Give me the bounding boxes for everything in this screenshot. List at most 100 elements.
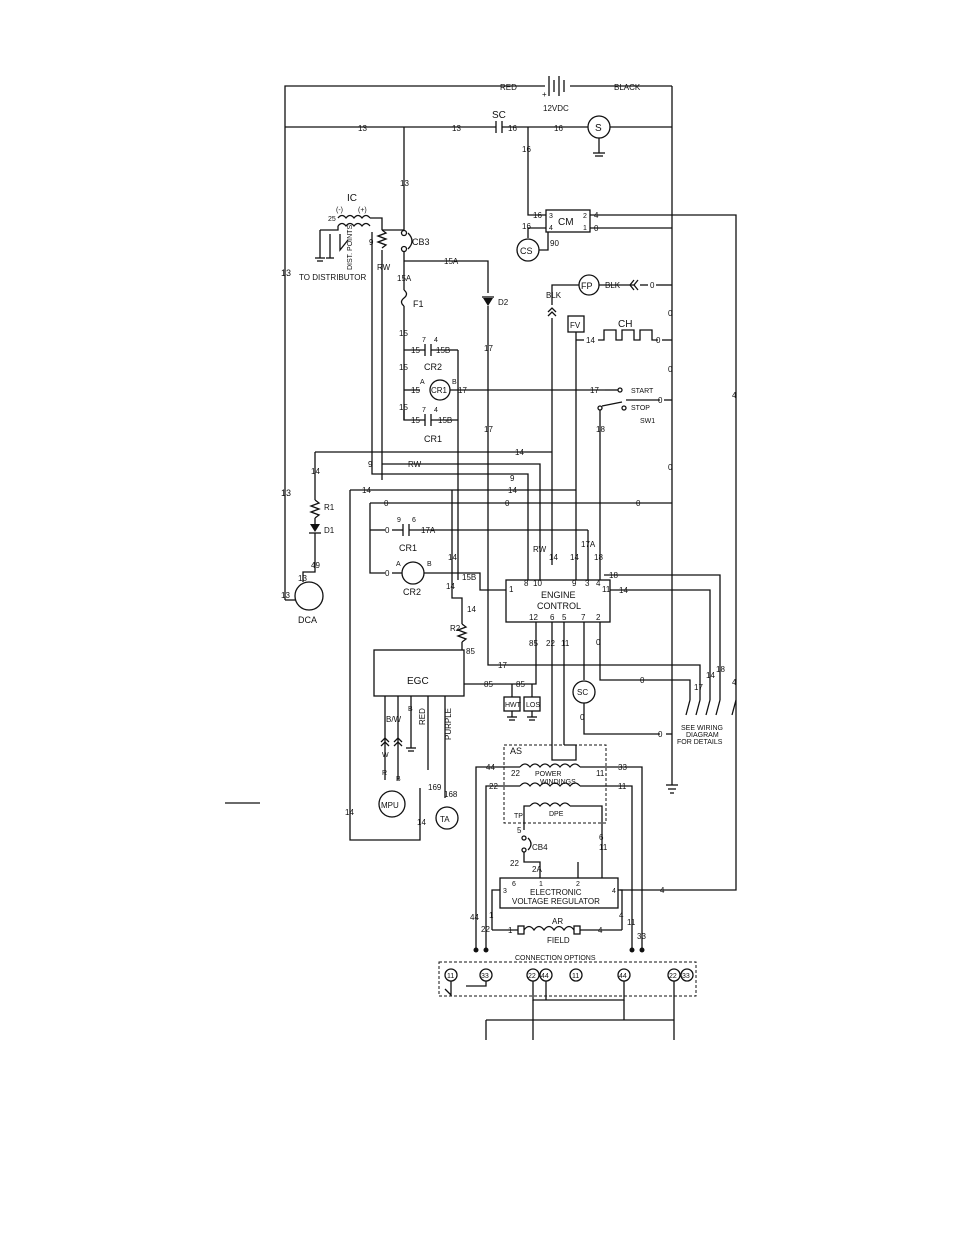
wire-label-15b-3: 15B [438,416,452,425]
cr1-pin7: 7 [422,407,426,414]
hwt-label: HWT [505,702,522,709]
wire-label-rw-c: RW [533,545,547,554]
cm-label: CM [558,217,574,228]
wire-label-14h: 14 [448,553,457,562]
ch-label: CH [618,319,632,330]
power-windings-icon [519,763,581,769]
wire-label-49: 49 [311,561,320,570]
evr-pin3: 3 [503,888,507,895]
cm-box [545,209,591,233]
cb4-label: CB4 [532,843,548,852]
ar-label: AR [552,917,563,926]
wire-label-15b: 15 [411,346,420,355]
wire-label-11e: 11 [627,918,636,927]
wire-label-17a-c: 17A [581,540,596,549]
wire-label-14e: 14 [508,486,517,495]
engine-control-title-1: ENGINE [541,590,576,600]
wire-label-15e: 15 [399,403,408,412]
terminal-label-4: 44 [541,973,549,980]
wire-label-169: 169 [428,783,442,792]
connection-options: CONNECTION OPTIONS 11 33 22 44 11 44 22 … [438,955,697,1040]
engine-control-box [505,579,611,623]
evr-box [499,877,619,909]
wire-label-18c: 18 [609,571,618,580]
cm-pin3: 3 [549,213,553,220]
wire-label-16c: 16 [522,145,531,154]
wire-label-14g: 14 [417,818,426,827]
wire-label-17d: 17 [498,661,507,670]
ec-pin-6: 6 [550,613,555,622]
wire-label-25: 25 [328,216,336,223]
ec-pin-11: 11 [602,585,611,594]
wire-label-14b: 14 [515,448,524,457]
ic-minus-label: (-) [336,207,343,214]
cb4-breaker-icon [527,837,532,851]
voltage-regulator: CB4 2A 22 11 ELECTRONIC VOLTAGE REGULATO… [489,835,665,930]
ic-plus-label: (+) [358,207,367,214]
wire-r-label: R [382,770,387,777]
wire-label-2a: 2A [532,865,542,874]
cr1-pin6: 6 [412,517,416,524]
diode-d1-icon [310,524,320,532]
wire-w-label: W [382,752,389,759]
wire-label-14k: 14 [570,553,579,562]
wire-label-rw-b: RW [408,460,422,469]
los-label: LOS [526,702,540,709]
wire-label-168: 168 [444,790,458,799]
evr-pin6: 6 [512,881,516,888]
cb3-label: CB3 [412,237,430,247]
output-leads: 44 22 11 33 [470,766,646,953]
ec-pin-1: 1 [509,585,514,594]
engine-control-module: ENGINE CONTROL 8 10 9 3 4 1 11 12 6 5 7 … [505,545,725,700]
cr1-pin9: 9 [397,517,401,524]
cr2-contact-label: CR2 [424,362,442,372]
wire-label-13e: 13 [281,488,291,498]
wire-label-0i: 0 [505,499,510,508]
wire-label-0g: 0 [658,396,663,405]
wire-label-0l: 0 [385,569,390,578]
cr1-contact-label: CR1 [424,434,442,444]
ec-pin-12: 12 [529,613,538,622]
battery-circuit: RED BLACK + 12VDC [284,76,678,794]
wire-label-11d: 11 [599,843,608,852]
wire-label-15a-c: 15 [399,329,408,338]
wire-label-red: RED [500,83,517,92]
ec-pin-10: 10 [533,579,542,588]
for-details-label: FOR DETAILS [677,739,723,746]
wire-label-4a: 4 [594,211,599,220]
field-winding-icon [523,925,575,932]
battery-icon [548,76,565,96]
cm-pin2: 2 [583,213,587,220]
wire-label-16d: 16 [533,211,542,220]
connection-options-label: CONNECTION OPTIONS [515,955,596,962]
wire-label-85a: 85 [466,647,475,656]
wire-label-22a: 22 [546,639,555,648]
wire-label-black: BLACK [614,83,641,92]
wire-label-9b: 9 [368,460,373,469]
ec-pin-7: 7 [581,613,586,622]
wire-label-15a-b: 15A [444,257,459,266]
ta-actuator-icon [435,806,459,830]
wire-label-18a: 18 [596,425,605,434]
connector-icon [629,279,639,291]
dca-ammeter-icon [294,581,324,611]
cb3-f1-circuit: CB3 15A 15A F1 15 15 7 4 15B CR2 15 15 A… [397,229,605,580]
wire-label-5: 5 [517,826,522,835]
cm-pin4: 4 [549,225,553,232]
wire-b2-label: B [408,706,413,713]
wire-label-85c: 85 [529,639,538,648]
d2-label: D2 [498,298,509,307]
wire-label-4c: 4 [732,678,737,687]
battery-voltage-label: 12VDC [543,104,569,113]
wire-label-90: 90 [550,239,559,248]
as-boundary [503,744,607,824]
wire-label-85d: 85 [516,680,525,689]
wire-label-16e: 16 [522,222,531,231]
cr1-pin-b: B [452,379,457,386]
ground-icon [666,784,678,794]
wire-label-17c: 17 [484,425,493,434]
wire-label-0n: 0 [640,676,645,685]
dist-points-label: DIST. POINTS [347,225,354,270]
wire-label-22d: 22 [510,859,519,868]
